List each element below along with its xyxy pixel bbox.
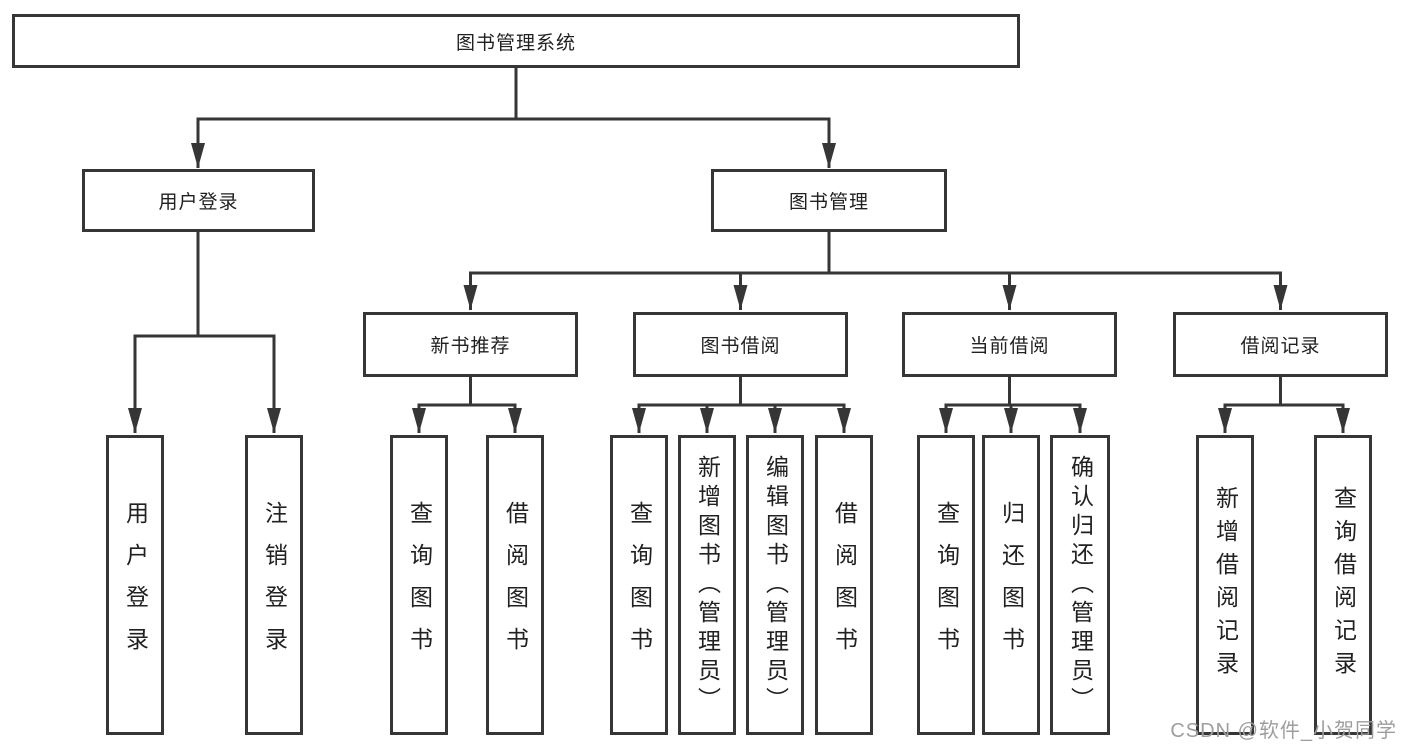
leaf-query-books-recommend-label: 查询图书 (406, 501, 433, 669)
leaf-query-books-current-label: 查询图书 (933, 501, 960, 669)
node-book-borrowing-label: 图书借阅 (700, 336, 781, 357)
leaf-borrow-books-recommend: 借阅图书 (486, 435, 544, 735)
leaf-logout-label: 注销登录 (261, 501, 288, 669)
leaf-borrow-books-borrowing: 借阅图书 (815, 435, 873, 735)
leaf-user-login-label: 用户登录 (122, 501, 149, 669)
leaf-borrow-books-borrowing-label: 借阅图书 (831, 501, 858, 669)
leaf-query-books-borrowing-label: 查询图书 (626, 501, 653, 669)
csdn-watermark: CSDN @软件_小贺同学 (1170, 720, 1397, 742)
leaf-query-borrow-record: 查询借阅记录 (1314, 435, 1372, 735)
node-new-book-recommendation-label: 新书推荐 (430, 336, 511, 357)
leaf-query-books-borrowing: 查询图书 (610, 435, 668, 735)
node-library-management-system-label: 图书管理系统 (455, 32, 576, 54)
node-borrowing-records: 借阅记录 (1173, 312, 1388, 377)
leaf-query-books-current: 查询图书 (917, 435, 975, 735)
leaf-add-books-admin: 新增图书（管理员） (678, 435, 736, 735)
leaf-add-books-admin-label: 新增图书（管理员） (694, 454, 721, 716)
leaf-add-borrow-record-label: 新增借阅记录 (1212, 486, 1239, 684)
node-user-login: 用户登录 (82, 169, 315, 232)
node-book-borrowing: 图书借阅 (633, 312, 848, 377)
leaf-return-books-label: 归还图书 (998, 501, 1025, 669)
leaf-confirm-return-admin-label: 确认归还（管理员） (1067, 454, 1094, 716)
leaf-edit-books-admin-label: 编辑图书（管理员） (762, 454, 789, 716)
leaf-query-books-recommend: 查询图书 (390, 435, 448, 735)
leaf-add-borrow-record: 新增借阅记录 (1196, 435, 1254, 735)
leaf-query-borrow-record-label: 查询借阅记录 (1330, 486, 1357, 684)
node-current-borrowing: 当前借阅 (902, 312, 1117, 377)
node-new-book-recommendation: 新书推荐 (363, 312, 578, 377)
leaf-edit-books-admin: 编辑图书（管理员） (746, 435, 804, 735)
leaf-logout: 注销登录 (245, 435, 303, 735)
node-current-borrowing-label: 当前借阅 (969, 336, 1050, 357)
leaf-return-books: 归还图书 (982, 435, 1040, 735)
node-book-management: 图书管理 (711, 169, 947, 232)
leaf-confirm-return-admin: 确认归还（管理员） (1050, 435, 1110, 735)
leaf-user-login: 用户登录 (106, 435, 164, 735)
node-borrowing-records-label: 借阅记录 (1240, 336, 1321, 357)
leaf-borrow-books-recommend-label: 借阅图书 (502, 501, 529, 669)
node-user-login-label: 用户登录 (158, 192, 239, 213)
node-book-management-label: 图书管理 (788, 192, 869, 213)
node-library-management-system: 图书管理系统 (12, 14, 1020, 68)
